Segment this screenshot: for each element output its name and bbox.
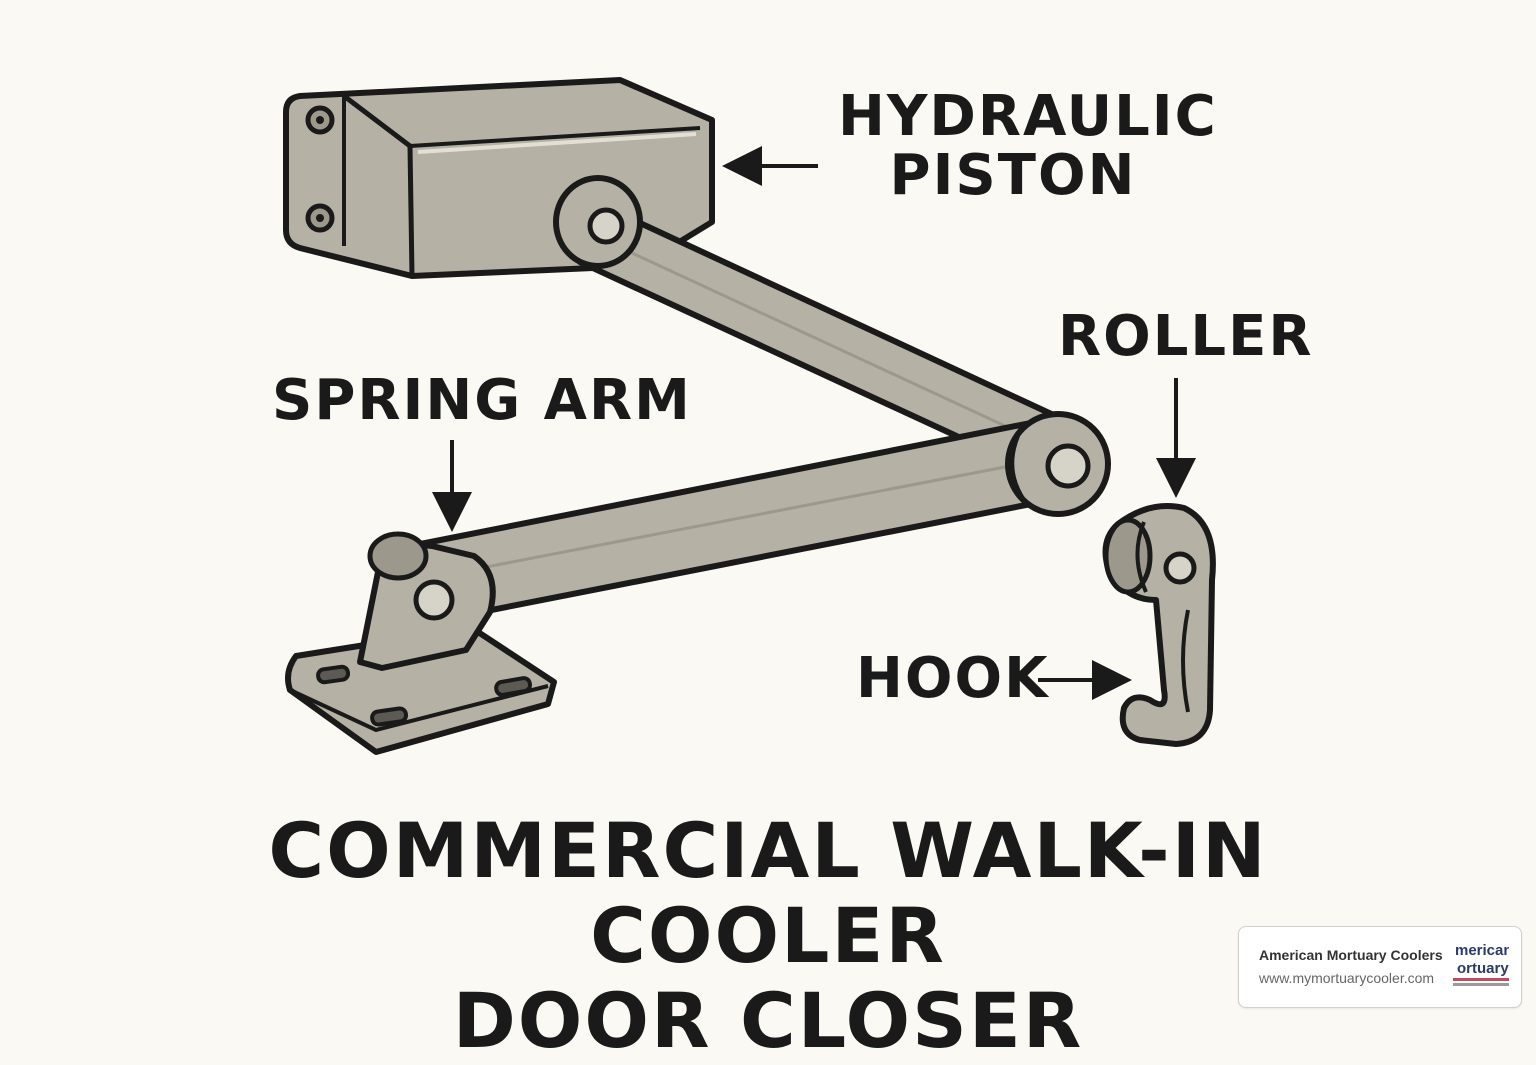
logo-text-line1: merican xyxy=(1455,942,1509,959)
diagram-title: COMMERCIAL WALK-IN COOLER DOOR CLOSER xyxy=(180,808,1356,1063)
logo-gray-stripe xyxy=(1453,983,1509,986)
spring-arm-label: SPRING ARM xyxy=(272,368,692,433)
source-badge[interactable]: American Mortuary Coolers www.mymortuary… xyxy=(1238,926,1522,1008)
hydraulic-piston-label-line1: HYDRAULIC xyxy=(838,84,1218,149)
mounting-bracket xyxy=(285,531,557,755)
roller-label: ROLLER xyxy=(1058,304,1314,369)
diagram-title-line1: COMMERCIAL WALK-IN COOLER xyxy=(268,806,1268,981)
elbow-pivot xyxy=(1005,411,1111,517)
hook-label: HOOK xyxy=(856,646,1050,711)
piston-pivot xyxy=(553,175,643,269)
badge-company-name: American Mortuary Coolers xyxy=(1259,947,1443,963)
logo-text-line2: ortuary xyxy=(1457,960,1509,977)
door-closer-illustration xyxy=(283,77,1216,755)
diagram-title-line2: DOOR CLOSER xyxy=(452,976,1084,1065)
hydraulic-piston-label-line2: PISTON xyxy=(889,142,1137,208)
logo-red-stripe xyxy=(1453,978,1509,981)
roller-hook-part xyxy=(1102,503,1216,747)
badge-url[interactable]: www.mymortuarycooler.com xyxy=(1259,970,1435,986)
company-logo-icon: merican ortuary xyxy=(1453,941,1509,991)
hydraulic-piston-label: HYDRAULIC PISTON xyxy=(838,84,1218,208)
spring-arm xyxy=(397,415,1075,627)
